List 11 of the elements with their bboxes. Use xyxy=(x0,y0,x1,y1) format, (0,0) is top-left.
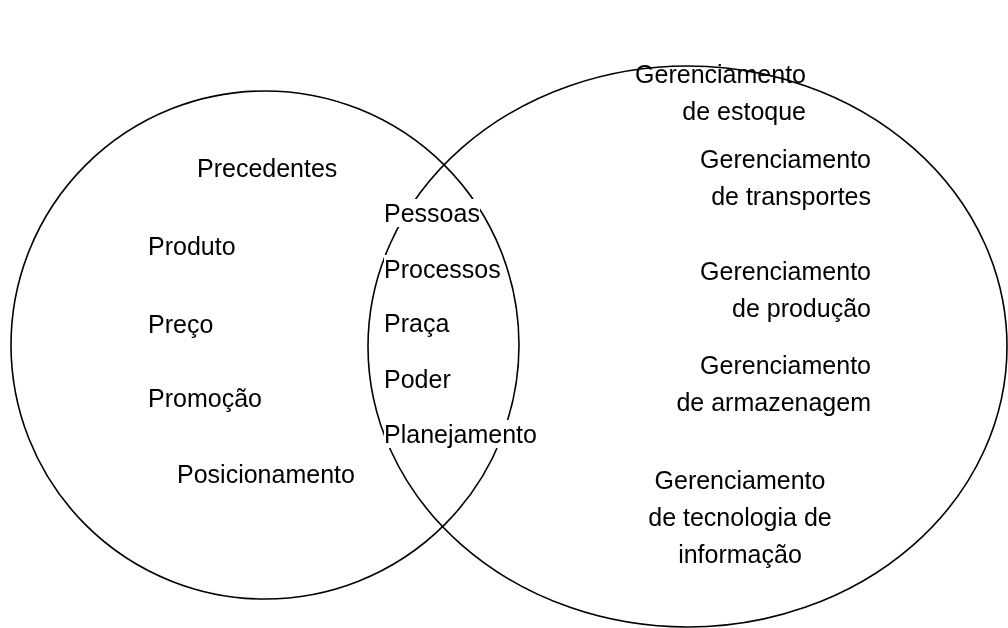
item-label: Gerenciamento de armazenagem xyxy=(675,350,871,418)
item-label: Gerenciamento de tecnologia de informação xyxy=(647,465,833,570)
item-label: Pessoas xyxy=(384,199,480,227)
item-label: Produto xyxy=(148,231,236,262)
item-label: Planejamento xyxy=(384,420,537,448)
item-label: Promoção xyxy=(148,383,262,414)
item-label: Gerenciamento de transportes xyxy=(699,144,871,212)
item-label: Gerenciamento de produção xyxy=(699,256,871,324)
item-label: Precedentes xyxy=(197,153,338,184)
item-label: Preço xyxy=(148,309,214,340)
item-label: Posicionamento xyxy=(177,459,355,490)
